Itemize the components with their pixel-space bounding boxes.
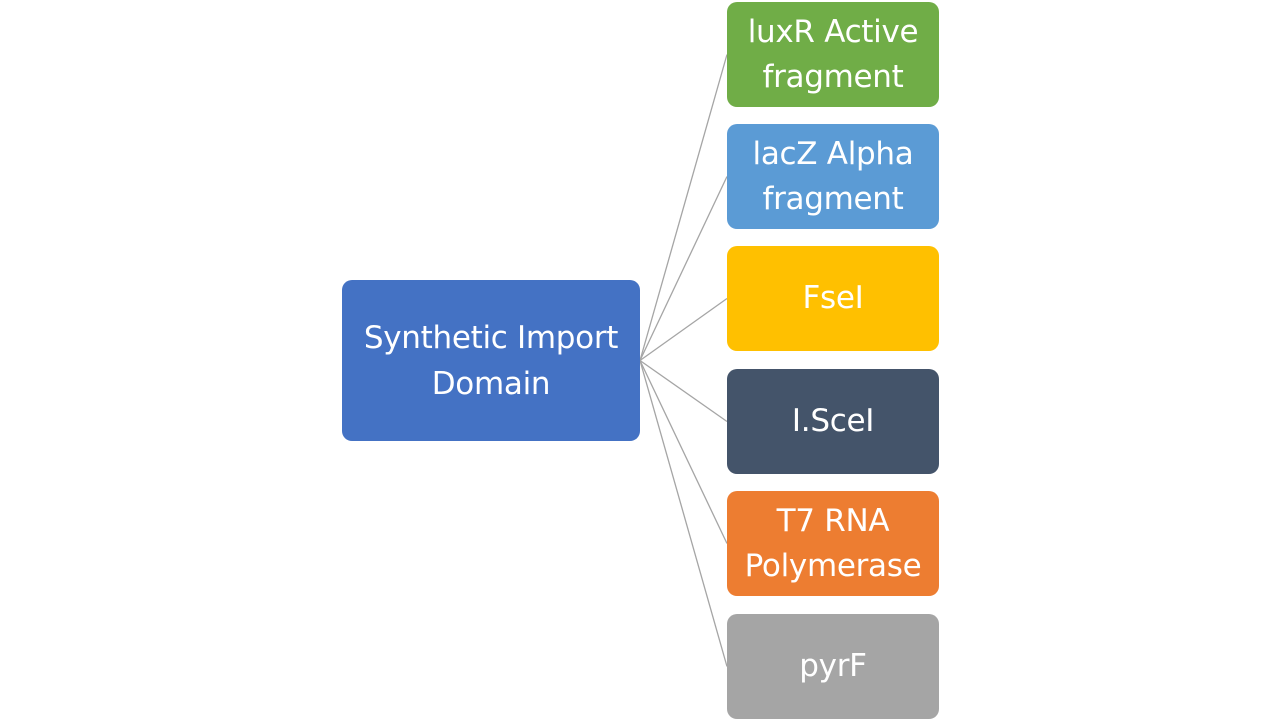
child-label: FseI <box>802 280 864 316</box>
child-label: T7 RNA Polymerase <box>744 502 922 584</box>
child-label: I.SceI <box>791 403 875 439</box>
connector-line <box>639 176 728 361</box>
connector-line <box>639 360 728 667</box>
child-label: lacZ Alpha fragment <box>752 135 914 217</box>
connector-line <box>639 359 728 423</box>
child-label: pyrF <box>799 648 867 684</box>
child-node-t7-rna-polymerase[interactable]: T7 RNA Polymerase <box>727 491 939 596</box>
connector-line <box>639 297 728 362</box>
child-node-iscei[interactable]: I.SceI <box>727 369 939 474</box>
child-node-luxr[interactable]: luxR Active fragment <box>727 2 939 107</box>
root-label: Synthetic Import Domain <box>363 319 619 402</box>
child-node-lacz[interactable]: lacZ Alpha fragment <box>727 124 939 229</box>
connector-line <box>639 360 728 544</box>
child-node-fsei[interactable]: FseI <box>727 246 939 351</box>
connector-line <box>639 54 728 361</box>
child-node-pyrf[interactable]: pyrF <box>727 614 939 719</box>
child-label: luxR Active fragment <box>747 13 919 95</box>
root-node[interactable]: Synthetic Import Domain <box>342 280 640 441</box>
